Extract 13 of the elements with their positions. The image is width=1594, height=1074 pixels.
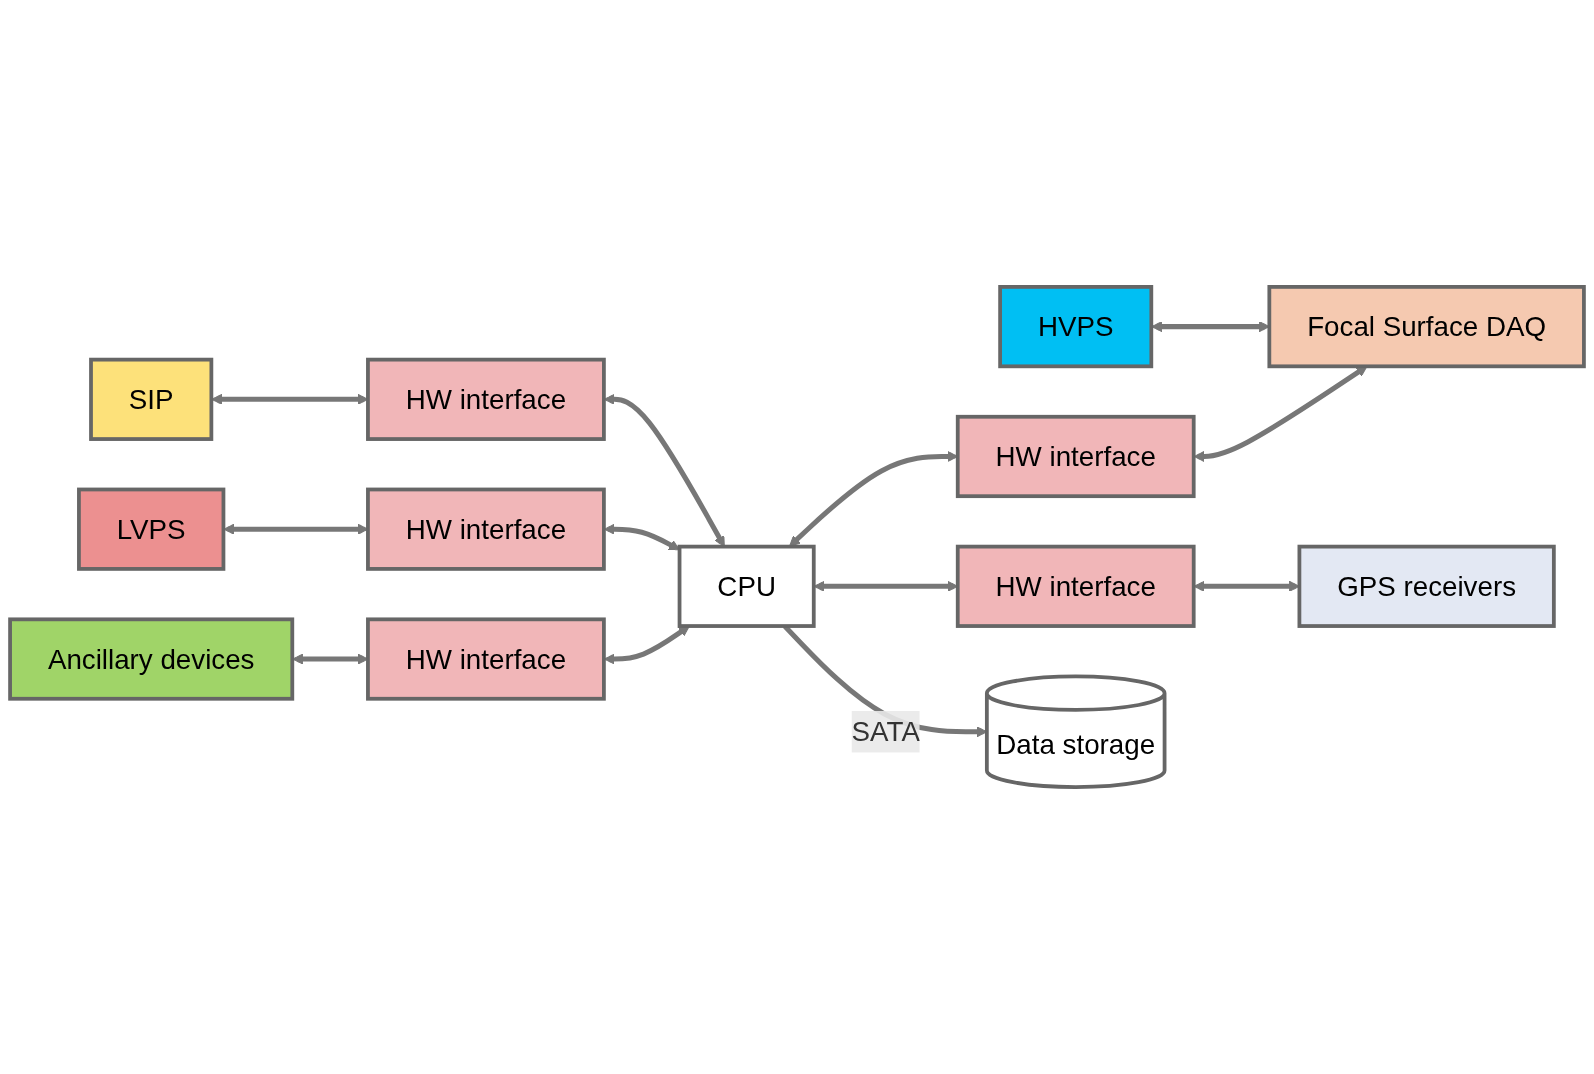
node-box: HVPS — [998, 285, 1154, 369]
node-box: SIP — [89, 357, 214, 441]
node-box: HW interface — [366, 487, 606, 571]
edge-label: SATA — [851, 716, 920, 748]
node-box: Ancillary devices — [8, 617, 295, 701]
node-box: HW interface — [955, 544, 1196, 628]
node-box: LVPS — [77, 487, 226, 571]
node-box: GPS receivers — [1297, 544, 1556, 628]
node-box: HW interface — [366, 357, 606, 441]
node-box: HW interface — [366, 617, 606, 701]
node-box: Focal Surface DAQ — [1267, 285, 1586, 369]
node-box: HW interface — [955, 414, 1196, 499]
node-box: CPU — [677, 544, 816, 628]
